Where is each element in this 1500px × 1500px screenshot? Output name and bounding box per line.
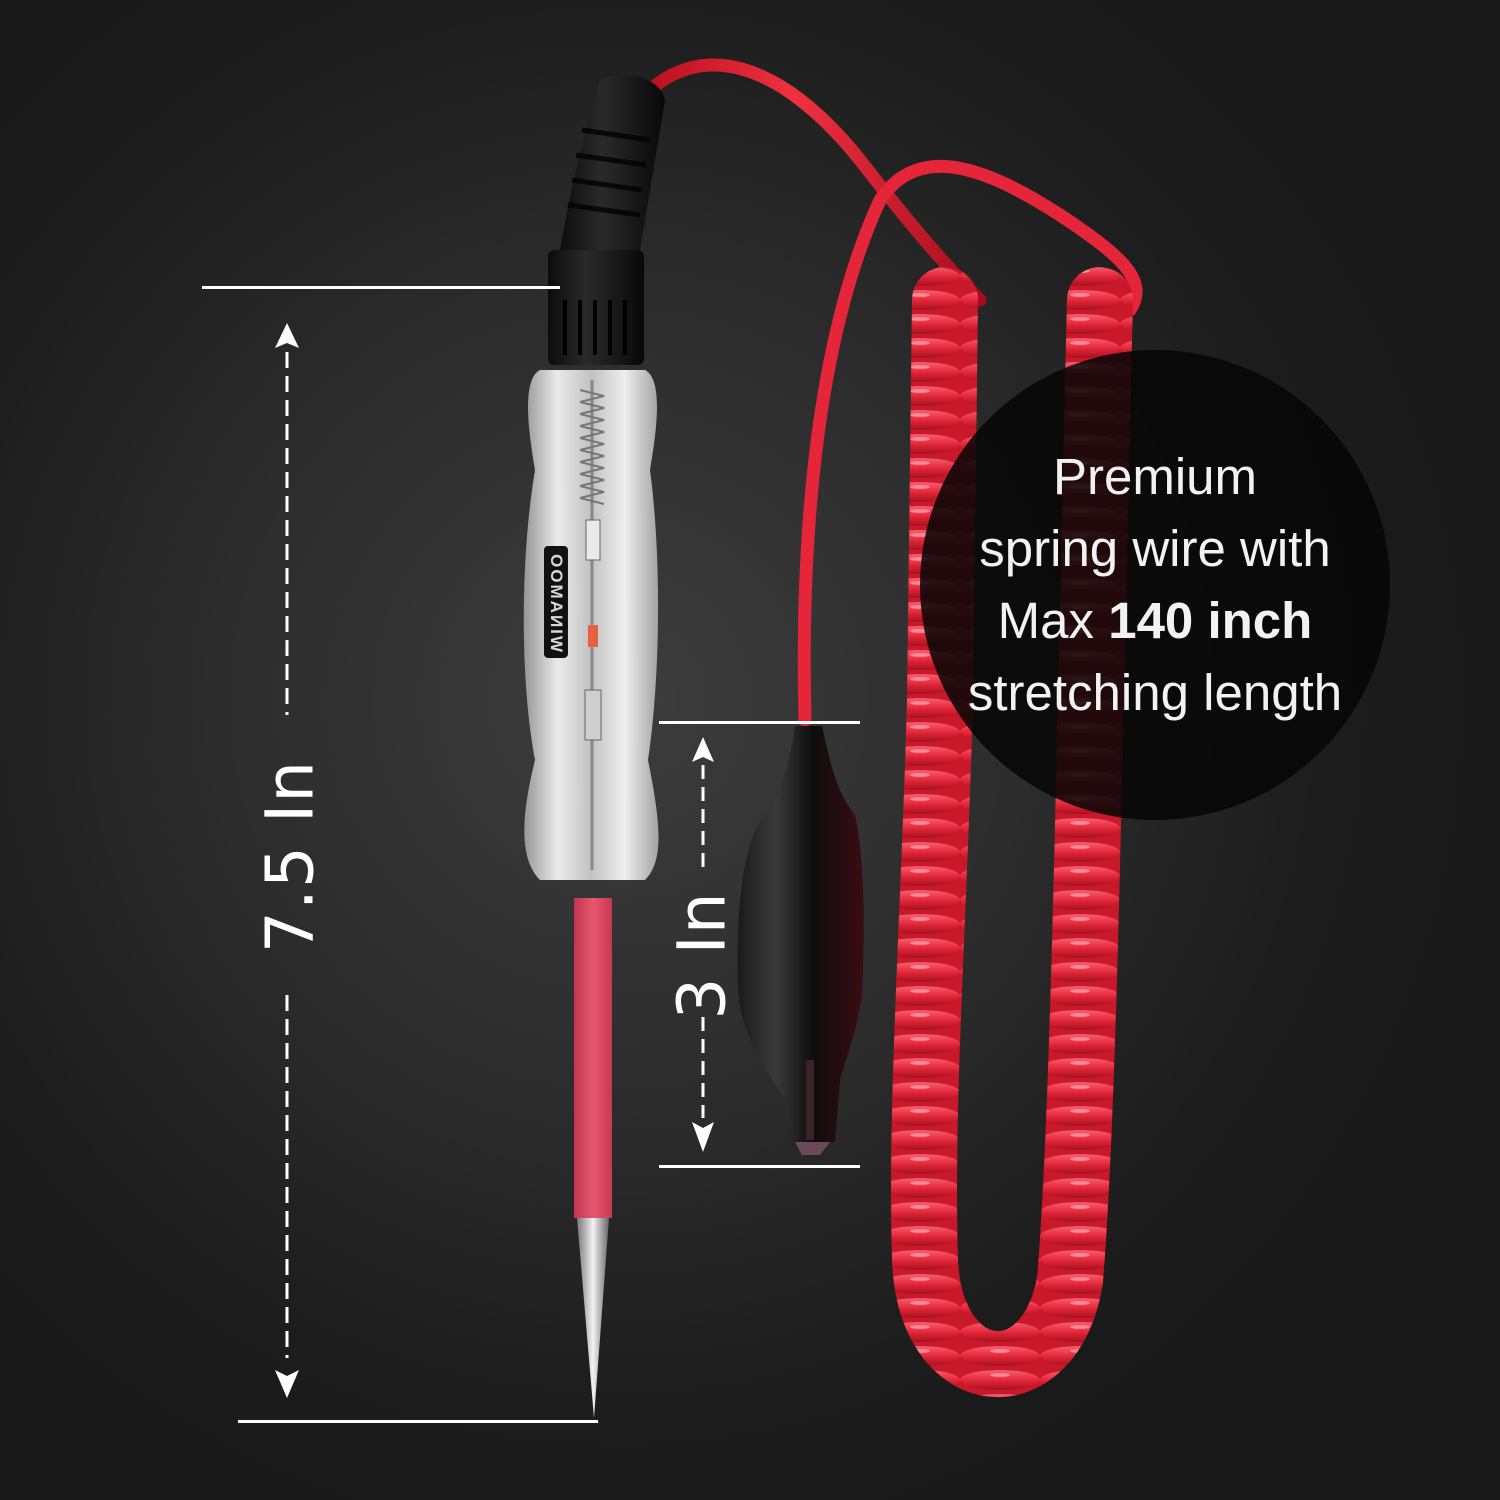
callout-line-3: Max 140 inch bbox=[998, 585, 1313, 657]
callout-length-value: 140 inch bbox=[1108, 592, 1313, 649]
probe-strain-relief bbox=[548, 75, 665, 365]
clip-length-label: 3 In bbox=[663, 891, 741, 1020]
callout-line-4: stretching length bbox=[967, 664, 1343, 721]
clip-bottom-reference-line bbox=[659, 1165, 860, 1168]
probe-needle bbox=[577, 1218, 609, 1418]
handle-brand-text: WINAMOO bbox=[543, 546, 568, 658]
probe-handle bbox=[523, 370, 659, 880]
dimension-arrow-probe bbox=[275, 323, 299, 1398]
callout-line-1: Premium bbox=[1052, 448, 1258, 505]
probe-sleeve bbox=[574, 898, 612, 1218]
alligator-clip bbox=[737, 726, 864, 1155]
probe-length-label: 7.5 In bbox=[251, 759, 329, 954]
clip-top-reference-line bbox=[659, 721, 860, 724]
feature-callout: Premium spring wire with Max 140 inch st… bbox=[920, 350, 1390, 820]
probe-bottom-reference-line bbox=[238, 1420, 598, 1423]
callout-line-2: spring wire with bbox=[979, 520, 1331, 577]
callout-max-prefix: Max bbox=[997, 592, 1109, 649]
dimension-arrow-clip bbox=[692, 737, 714, 1152]
probe-top-reference-line bbox=[202, 286, 560, 289]
